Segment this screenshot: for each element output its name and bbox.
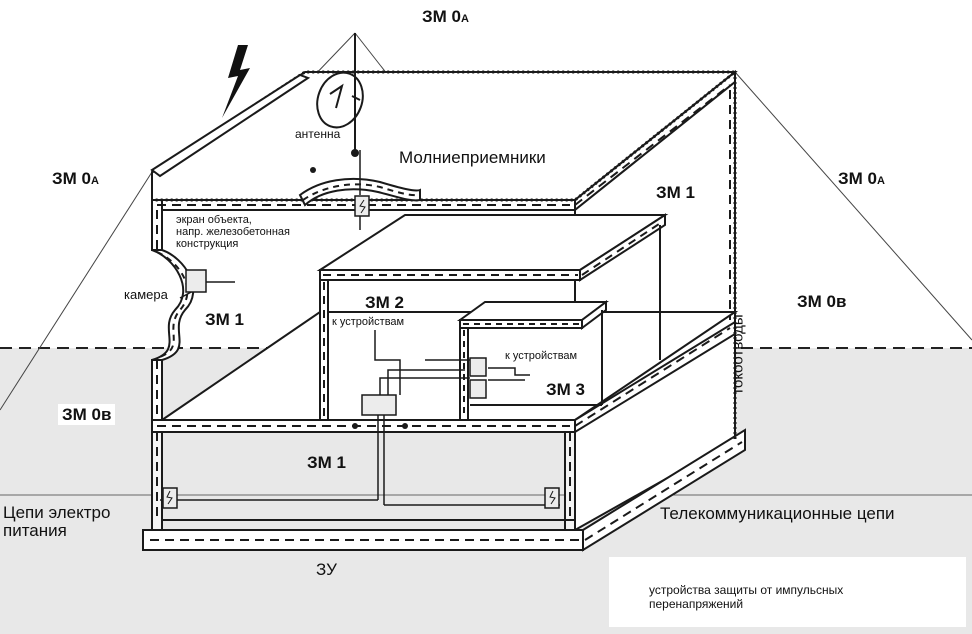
screen-label: экран объекта, напр. железобетонная конс… (176, 214, 290, 250)
zone-zm1-right-upper: ЗМ 1 (656, 183, 695, 202)
down-conductors-label: токоотводы (729, 314, 747, 395)
spd-telecom (544, 487, 560, 509)
antenna-label: антенна (295, 127, 341, 141)
telecom-label: Телекоммуникационные цепи (660, 504, 895, 523)
spd-zigzag-marks (166, 199, 556, 505)
zm3-dashed (463, 323, 580, 418)
spd-zm3-2 (469, 379, 487, 399)
zm2-dashed (323, 221, 663, 418)
zone-right-upper-text: ЗМ 0 (838, 169, 877, 188)
zone-left-upper-sub: A (91, 175, 99, 187)
spd-zm2-main (361, 394, 397, 416)
air-terminals-label: Молниеприемники (399, 148, 546, 167)
screen-label-line1: экран объекта, (176, 214, 252, 226)
roof-cable-tray (298, 177, 421, 207)
legend (609, 557, 966, 627)
zone-zm1-left: ЗМ 1 (205, 310, 244, 329)
spd-zm3-1 (469, 357, 487, 377)
to-devices-label-2: к устройствам (505, 350, 578, 362)
legend-text-line1: устройства защиты от импульсных (649, 583, 844, 597)
zone-top-text: ЗМ 0 (422, 7, 461, 26)
antenna-icon (316, 33, 364, 150)
screen-label-line2: напр. железобетонная (176, 226, 291, 238)
zone-right-upper-sub: A (877, 175, 885, 187)
zone-zm0b-left: ЗМ 0в (58, 404, 116, 425)
zone-right-upper-label: ЗМ 0A (838, 170, 885, 187)
bonding-points (310, 149, 408, 429)
zone-zm2: ЗМ 2 (365, 293, 404, 312)
zone-top-label: ЗМ 0A (422, 8, 469, 25)
ground-electrode-label: ЗУ (316, 560, 337, 579)
zone-left-upper-text: ЗМ 0 (52, 169, 91, 188)
zone-zm1-bottom: ЗМ 1 (307, 453, 346, 472)
to-devices-label-1: к устройствам (332, 316, 405, 328)
screen-dashed-lines (150, 84, 743, 541)
power-label-line2: питания (3, 521, 67, 540)
power-label-line1: Цепи электро (3, 503, 111, 522)
screen-label-line3: конструкция (176, 238, 239, 250)
zone-zm3: ЗМ 3 (546, 380, 585, 399)
zone-top-sub: A (461, 13, 469, 25)
building-outline (142, 69, 746, 552)
spd-camera (185, 269, 207, 293)
lightning-bolt-icon (222, 45, 250, 118)
power-circuits-label: Цепи электро питания (3, 504, 110, 540)
camera-label: камера (124, 287, 168, 302)
legend-text-line2: перенапряжений (649, 597, 744, 611)
roof-parapet (150, 73, 311, 178)
zone-left-upper-label: ЗМ 0A (52, 170, 99, 187)
wall-opening-cable (151, 249, 195, 361)
zone-zm0b-right: ЗМ 0в (797, 292, 847, 311)
legend-text: устройства защиты от импульсных перенапр… (649, 583, 843, 611)
